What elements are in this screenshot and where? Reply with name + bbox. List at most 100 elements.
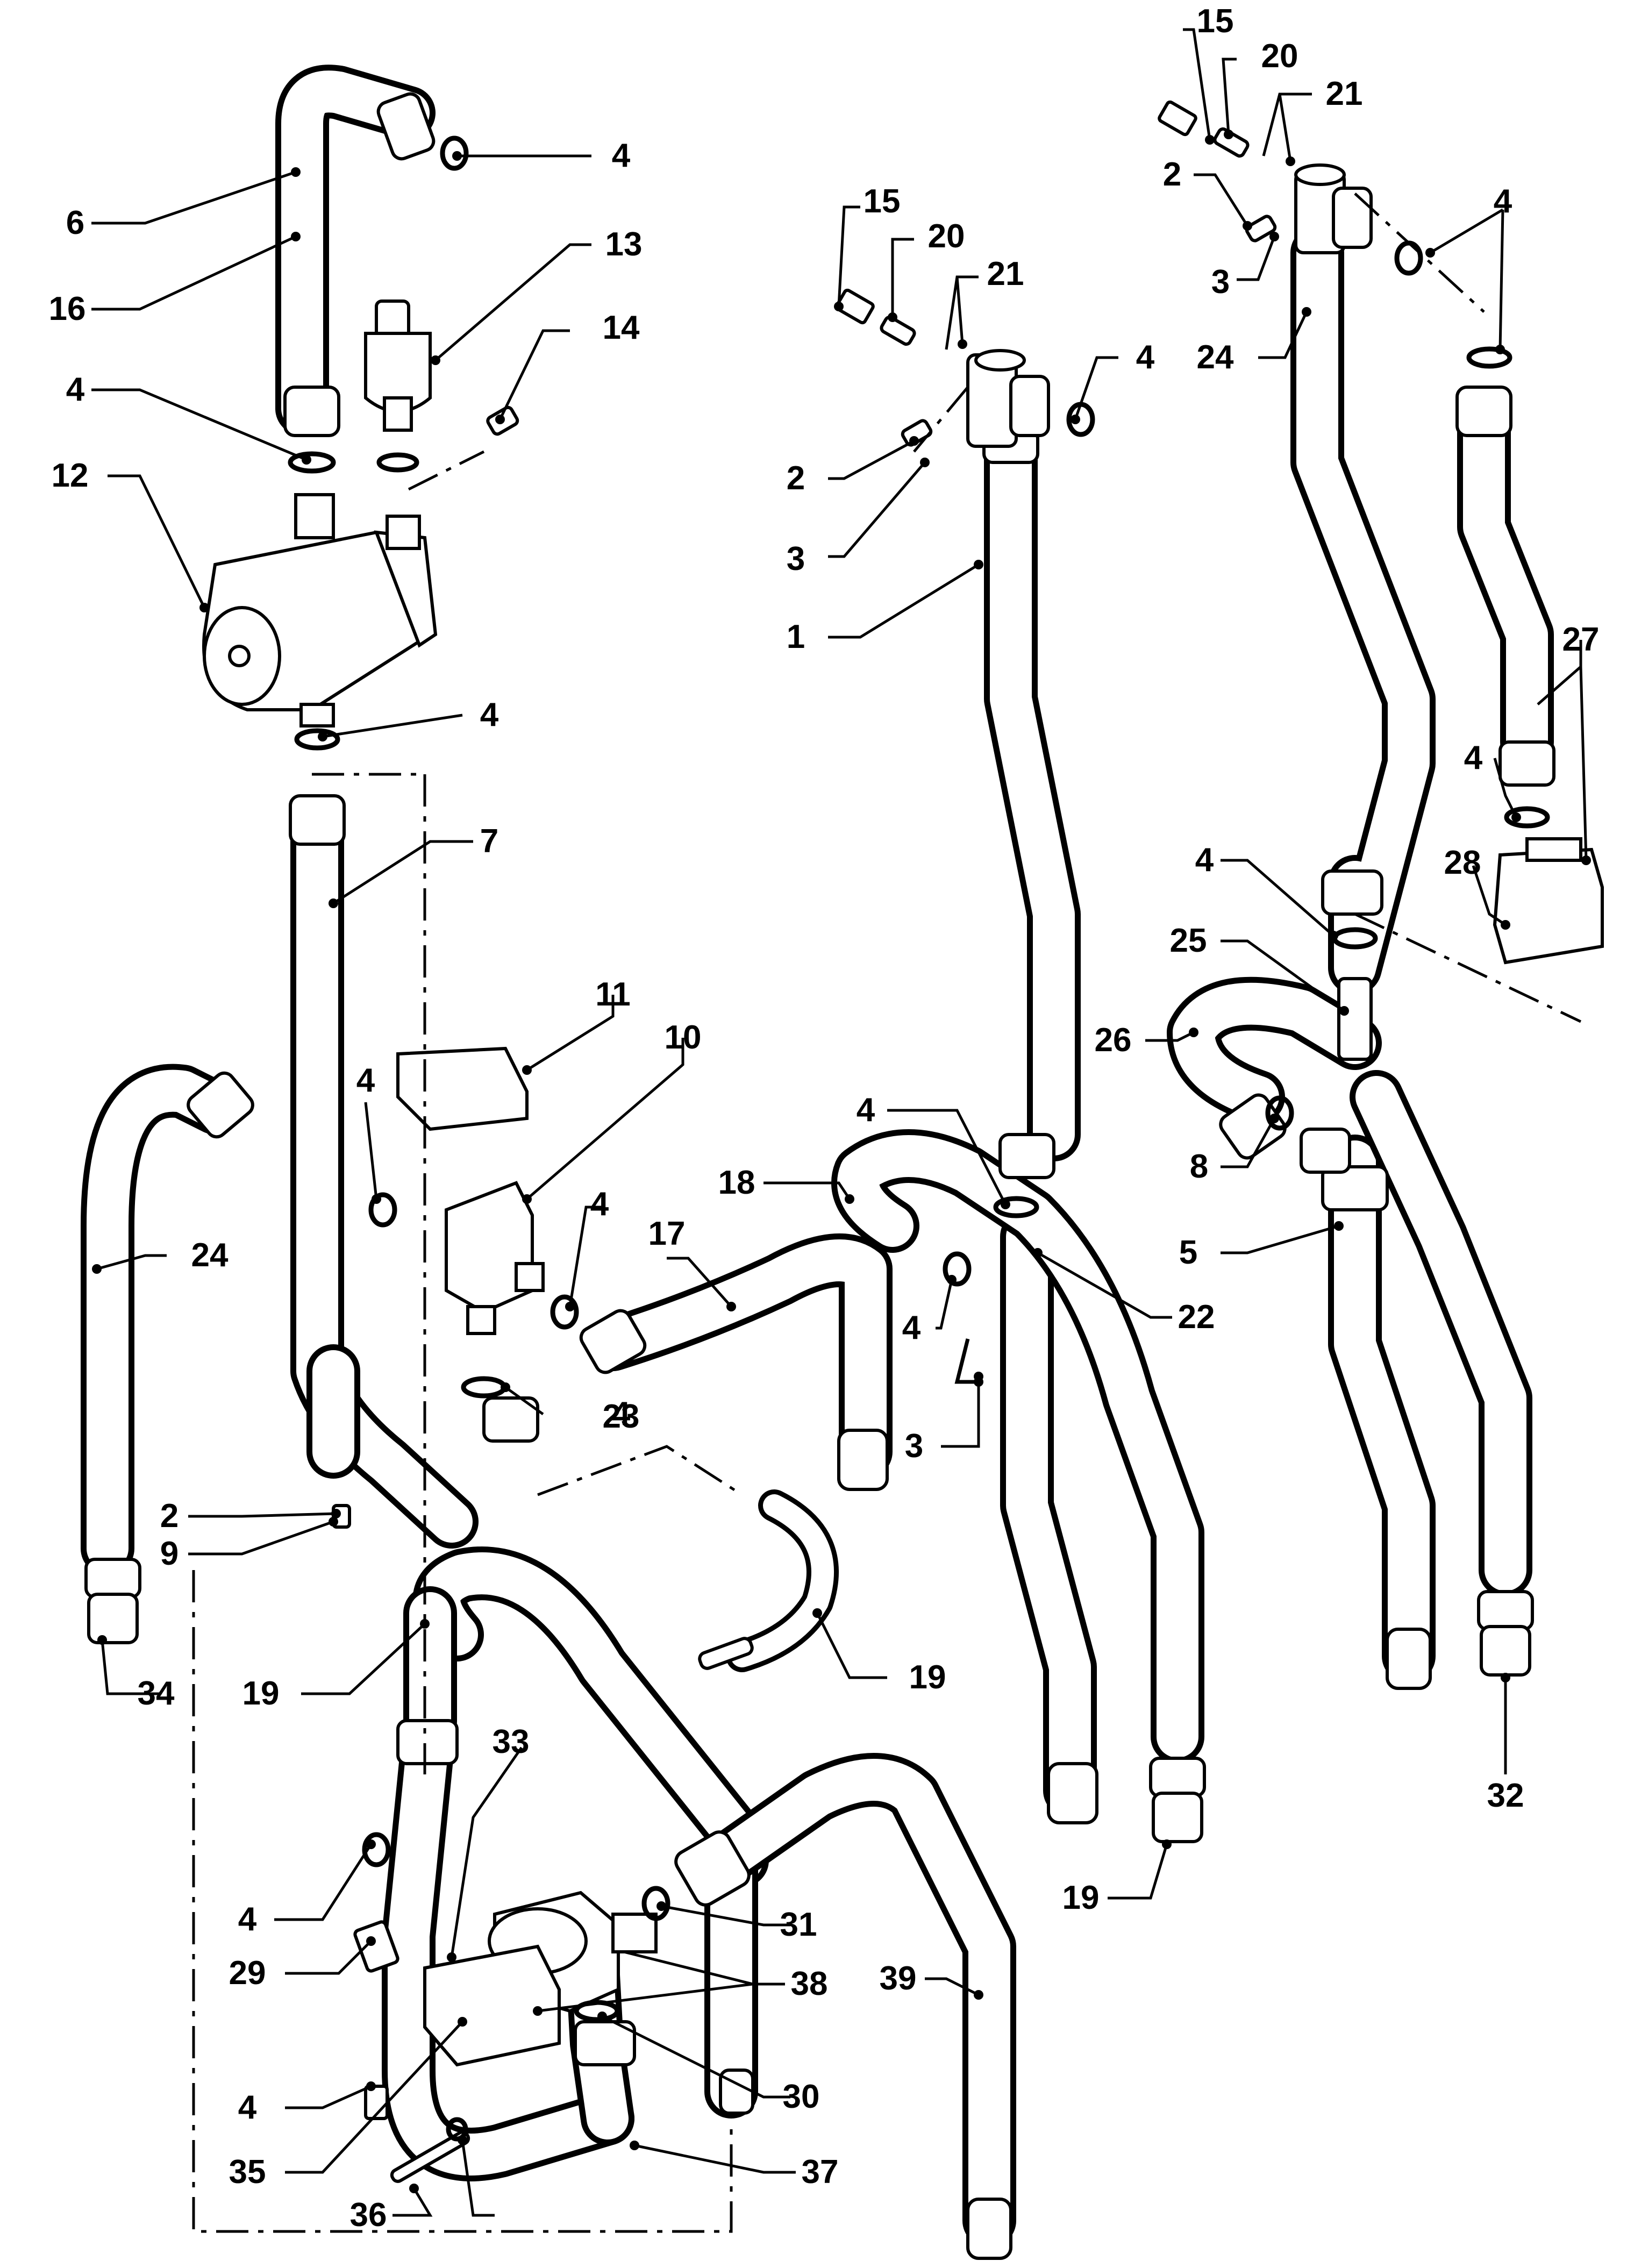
leader-dot [302, 455, 311, 465]
callout: 2 [787, 460, 805, 497]
callout: 4 [238, 2089, 257, 2126]
leader-dot [834, 302, 844, 311]
leader-dot [199, 603, 209, 612]
o-ring-i [1394, 240, 1423, 276]
callout: 11 [595, 976, 631, 1013]
callout-labels: 15 20 21 4 2 6 3 4 15 20 13 16 21 24 14 … [49, 3, 1600, 2234]
leader-dot [409, 2184, 419, 2193]
pipe-34-nut [396, 1719, 459, 1765]
callout: 24 [1197, 339, 1234, 376]
o-ring-d [294, 728, 340, 751]
callout: 22 [1178, 1299, 1215, 1336]
leader-dot [947, 1275, 957, 1285]
sensor-11 [396, 1046, 529, 1131]
leader-dot [1269, 232, 1279, 241]
callout: 4 [1195, 841, 1214, 879]
leader-dot [958, 339, 967, 349]
callout: 25 [1170, 922, 1207, 959]
callout: 3 [1211, 263, 1230, 301]
callout: 39 [880, 1960, 917, 1997]
leader-dot [1425, 248, 1435, 258]
callout: 19 [1062, 1879, 1100, 1916]
callout: 19 [242, 1675, 280, 1712]
tee-10 [445, 1181, 545, 1335]
leader-dot [974, 1990, 983, 2000]
callout: 8 [1190, 1148, 1208, 1185]
o-ring-c [376, 452, 419, 473]
leader-dot [1001, 1200, 1010, 1209]
leader-dot [1224, 130, 1233, 139]
leader-dot [1033, 1248, 1043, 1258]
leader-dot [726, 1302, 736, 1311]
leader-dot [909, 436, 919, 446]
callout: 4 [1464, 739, 1483, 776]
callout: 33 [493, 1723, 530, 1760]
leader-dot [1581, 855, 1591, 865]
pipe-27-top-nut [1455, 386, 1512, 437]
pipe-6-elbow-nut [376, 92, 436, 161]
callout: 36 [350, 2196, 387, 2234]
clip-23 [954, 1338, 979, 1384]
leader-dot [888, 312, 897, 322]
leader-dot [1071, 415, 1080, 424]
callout: 6 [66, 204, 84, 241]
pipe-35-nut [574, 2020, 636, 2066]
pipe-7-nut [289, 794, 346, 846]
leader-dot [1162, 1839, 1172, 1849]
pipe-38-end [966, 2198, 1012, 2260]
o-ring-p [362, 1832, 391, 1867]
pipe-5-end [1047, 1762, 1098, 1824]
leader-dot [447, 1952, 456, 1962]
leader-dot [1339, 1006, 1349, 1016]
callout: 30 [783, 2078, 820, 2115]
callout: 4 [902, 1309, 921, 1346]
pipe-24-side-nut [1300, 1128, 1351, 1174]
leader-dot [522, 1065, 532, 1075]
tee-fitting-top-right [1294, 163, 1373, 254]
callout: 27 [1562, 621, 1600, 658]
pipe-1-nut [998, 1133, 1055, 1179]
leader-dot [845, 1194, 854, 1204]
callout: 15 [1197, 3, 1234, 40]
callout: 21 [987, 255, 1024, 293]
coupling-19-right [1477, 1590, 1534, 1677]
leader-dot [458, 2135, 467, 2145]
callout: 2 [160, 1497, 179, 1535]
connector-20-right [1213, 127, 1250, 158]
callout: 13 [605, 226, 643, 263]
leader-dot [329, 898, 338, 908]
callout: 15 [864, 183, 901, 220]
callout: 12 [52, 457, 89, 494]
pipe-27-bottom-nut [1498, 740, 1555, 787]
probe-9 [698, 1637, 754, 1670]
pipe-17-nut [187, 1071, 254, 1139]
leader-dot [318, 732, 327, 741]
leader-dot [656, 1901, 666, 1911]
leader-dot [331, 1509, 341, 1518]
leader-dot [372, 1194, 381, 1204]
callout: 32 [1487, 1777, 1524, 1814]
valve-28 [1493, 837, 1604, 965]
leader-dot [1495, 345, 1505, 354]
pipes [81, 65, 1554, 2248]
o-ring-j [1466, 346, 1512, 369]
leader-dot [458, 2017, 467, 2027]
callout: 38 [791, 1965, 828, 2002]
o-ring-g [461, 1376, 507, 1399]
leader-dot [431, 355, 440, 365]
leader-dot [452, 151, 462, 161]
leader-dot [1269, 1114, 1279, 1123]
o-ring-a [440, 135, 469, 171]
leader-dot [1501, 920, 1510, 930]
leader-dot [1334, 1221, 1344, 1231]
callout: 29 [229, 1955, 266, 1992]
drain-plug-2-right [1245, 215, 1277, 243]
callout: 4 [612, 1395, 631, 1432]
leader-dot [92, 1264, 102, 1274]
leader-dot [565, 1302, 575, 1311]
callout: 19 [909, 1659, 946, 1696]
leader-dot [1329, 931, 1338, 940]
leader-dot [974, 560, 983, 569]
callout: 7 [480, 823, 498, 860]
